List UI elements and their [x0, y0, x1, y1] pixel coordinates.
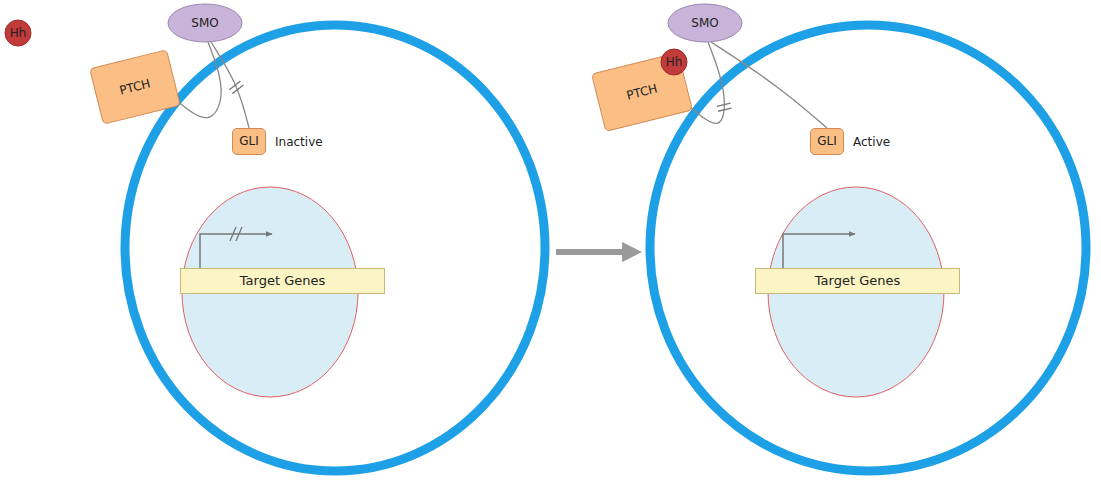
receptor-oval-fill — [668, 4, 742, 42]
block-mark — [229, 81, 243, 93]
receptor-box: PTCH — [95, 58, 175, 116]
ligand-circle-fill — [5, 20, 31, 46]
node-label: Hh — [666, 55, 683, 69]
factor-box: GLI Active — [810, 128, 890, 155]
gene-bar: Target Genes — [755, 268, 960, 294]
node-label: GLI — [239, 134, 259, 148]
node-label: Hh — [10, 26, 27, 40]
node-label: GLI — [817, 134, 837, 148]
block-mark — [717, 103, 732, 111]
receptor-box-shape: PTCH — [89, 49, 181, 125]
gene-bar: Target Genes — [180, 268, 385, 294]
factor-box-shape: GLI — [232, 128, 266, 155]
pathway-connector — [211, 42, 249, 128]
receptor-oval: SMO — [667, 3, 743, 43]
block-mark — [230, 227, 242, 241]
node-label: PTCH — [118, 76, 152, 98]
gene-bar-shape: Target Genes — [755, 268, 960, 294]
pathway-connector — [711, 42, 827, 128]
state-label: Inactive — [275, 135, 323, 149]
transition-arrow — [556, 249, 634, 255]
factor-box: GLI Inactive — [232, 128, 323, 155]
node-label: Target Genes — [240, 273, 325, 289]
node-label: SMO — [691, 16, 718, 30]
cell-membrane — [650, 25, 1086, 471]
node-label: PTCH — [625, 81, 659, 103]
receptor-oval-shape: SMO — [167, 3, 243, 43]
node-label: SMO — [191, 16, 218, 30]
pathway-connector — [175, 42, 221, 118]
ligand-circle-shape: Hh — [4, 19, 32, 47]
receptor-oval: SMO — [167, 3, 243, 43]
ligand-circle-shape: Hh — [660, 48, 688, 76]
transcription-arrow — [783, 234, 855, 268]
transcription-arrow — [200, 234, 272, 268]
receptor-oval-fill — [168, 4, 242, 42]
factor-box-shape: GLI — [810, 128, 844, 155]
cell-membrane — [125, 25, 545, 471]
node-label: Target Genes — [815, 273, 900, 289]
ligand-circle: Hh — [660, 48, 688, 76]
receptor-oval-shape: SMO — [667, 3, 743, 43]
ligand-circle-fill — [661, 49, 687, 75]
state-label: Active — [853, 135, 890, 149]
gene-bar-shape: Target Genes — [180, 268, 385, 294]
ligand-circle: Hh — [4, 19, 32, 47]
